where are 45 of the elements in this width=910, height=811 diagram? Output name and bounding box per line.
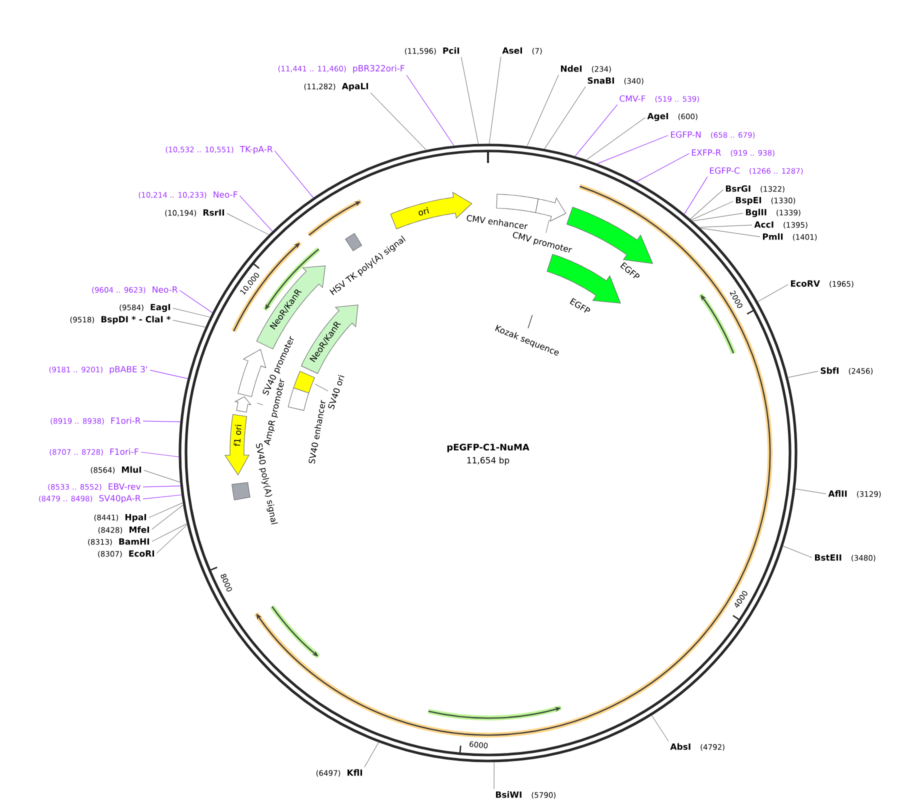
leader-line <box>172 308 211 318</box>
leader-line <box>144 470 181 483</box>
leader-line <box>142 494 182 500</box>
leader-line <box>684 176 708 215</box>
leader-line <box>151 504 184 530</box>
leader-line <box>226 213 270 236</box>
leader-line <box>364 742 380 768</box>
leader-line <box>794 488 826 494</box>
leader-line <box>460 56 479 144</box>
leader-line <box>651 714 669 742</box>
leader-line <box>690 189 724 220</box>
gene-feature: f1 ori <box>224 414 250 476</box>
leader-line <box>406 74 454 146</box>
leader-line <box>148 502 184 518</box>
leader-line <box>636 153 690 182</box>
leader-line <box>692 212 744 222</box>
leader-line <box>150 370 188 379</box>
leader-line <box>586 117 646 160</box>
leader-line <box>596 135 668 164</box>
leader-line <box>782 546 812 558</box>
leader-line <box>180 290 213 314</box>
leader-line <box>488 56 502 144</box>
leader-line <box>690 201 734 220</box>
leader-line <box>142 486 182 488</box>
plasmid-size: 11,654 bp <box>467 456 510 466</box>
leader-line <box>787 370 818 378</box>
leader-line <box>172 320 206 328</box>
leader-line <box>698 224 752 228</box>
leader-line <box>370 92 427 150</box>
node-label: SV40 enhancer <box>308 400 326 464</box>
leader-line <box>156 524 188 554</box>
leader-line <box>140 452 180 458</box>
leader-line <box>544 86 586 150</box>
leader-line <box>142 420 181 422</box>
node-label: SV40 ori <box>328 374 344 410</box>
leader-line <box>526 74 559 147</box>
leader-line <box>757 284 788 302</box>
leader-line <box>700 228 760 238</box>
leader-line <box>152 523 188 542</box>
leader-line <box>574 104 618 157</box>
gene-feature: SV40 enhancer <box>288 388 326 464</box>
plasmid-name: pEGFP-C1-NuMA <box>447 444 530 452</box>
node-label: CMV promoter <box>512 232 572 253</box>
leader-line <box>239 195 273 232</box>
leader-line <box>274 150 314 198</box>
